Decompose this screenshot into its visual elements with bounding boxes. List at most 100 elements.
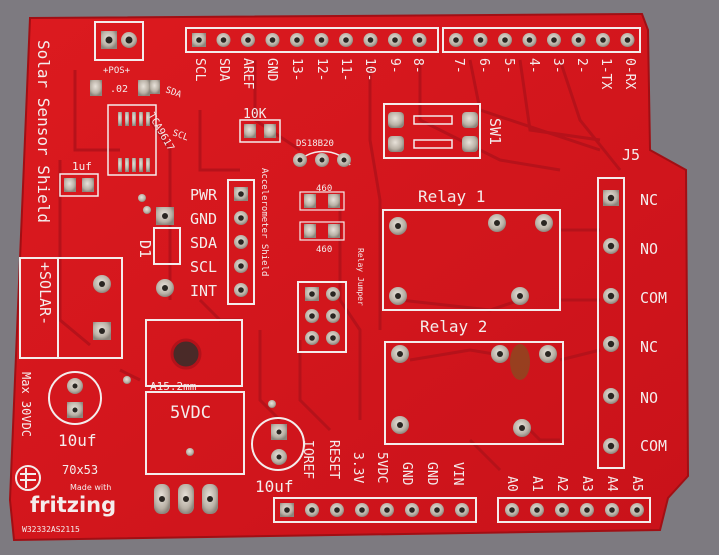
header-pin-hole [551,37,557,43]
sw1-pad [388,136,404,152]
resistor-10k-pad-a [244,124,256,138]
jumper-pin-hole [309,335,315,341]
cap-10uf-left-outline [48,371,102,425]
j5-pads [603,190,619,454]
pos-value: .02 [110,84,128,95]
pos-label: +POS+ [103,66,131,76]
analog-header-pads [505,503,644,517]
header-pin-hole [294,37,300,43]
power-pin-hole [459,507,465,513]
power-pin-hole [409,507,415,513]
jumper-pin-hole [330,291,336,297]
header-pin-hole [318,37,325,43]
analog-pin-hole [609,507,615,513]
analog-pin-hole [559,507,565,513]
power-pin-label: GND [424,462,439,486]
serial-number: W32332AS2115 [22,525,80,534]
analog-pin-label: A4 [604,476,619,492]
digital-pin-label: 1-TX [598,58,613,89]
header-pin-hole [245,37,251,43]
header-pin-hole [220,37,227,43]
sw1-pad [388,112,404,128]
analog-pin-label: A0 [504,476,519,492]
digital-pin-label: 3- [550,58,565,74]
analog-pin-label: A5 [629,476,644,492]
digital-pin-label: 2- [574,58,589,74]
j5-terminal [597,177,625,469]
terminal-label: NC [640,338,658,356]
relay-jumper-header [297,281,347,353]
regulator-hole-ring [170,338,202,370]
res-460-b-pad [304,224,316,238]
power-pin-hole [309,507,315,513]
terminal-label: COM [640,437,667,455]
chip-pin [132,112,136,126]
terminal-pin-hole [607,242,615,250]
terminal-pin-hole [607,194,615,202]
ds18b20-label: DS18B20 [296,139,334,149]
digital-pin-label: 11- [338,58,353,81]
cap-10uf-bottom-label: 10uf [255,477,294,496]
relay2-label: Relay 2 [420,317,487,336]
solar-terminal [19,257,123,359]
analog-pin-hole [634,507,640,513]
fritzing-logo-icon [15,465,41,491]
cap-1uf-label: 1uf [72,160,92,173]
sw1-slot [413,139,453,149]
header-pin-hole [392,37,398,43]
digital-pin-label: 6- [476,58,491,74]
digital-pin-label: 5- [501,58,516,74]
relay-jumper-label: Relay Jumper [356,248,365,306]
power-pin-label: GND [399,462,414,486]
power-pin-hole [284,507,290,513]
jumper-pin-hole [330,335,336,341]
sw1-label: SW1 [486,118,504,145]
solar-label: +SOLAR- [36,262,54,325]
digital-pin-label: AREF [240,58,255,89]
power-pin-label: 3.3V [350,452,365,483]
regulator-outline [145,319,243,387]
terminal-label: NO [640,240,658,258]
analog-pin-hole [534,507,540,513]
analog-pin-hole [509,507,515,513]
digital-pin-label: 4- [526,58,541,74]
relay1-label: Relay 1 [418,187,485,206]
chip-pin [118,112,122,126]
chip-pin [118,158,122,172]
resistor-10k-pad-b [264,124,276,138]
res-460-a-label: 460 [316,184,332,194]
accel-pin-hole [238,239,244,245]
digital-pin-label: 9- [387,58,402,74]
d1-outline [153,227,181,265]
j5-label: J5 [622,146,640,164]
power-pin-label: VIN [450,462,465,485]
via [143,206,151,214]
via [138,194,146,202]
power-header-pads [280,503,469,517]
res-460-a-pad [328,194,340,208]
power-pin-label: RESET [326,440,341,479]
digital-pin-label: GND [264,58,279,82]
digital-header-pads [192,33,635,47]
res-460-a-pad [304,194,316,208]
chip-pin [125,112,129,126]
fritzing-wordmark: fritzing [30,493,116,517]
cap-1uf-pad-a [64,178,76,192]
pos-connector-pads [101,31,137,49]
accel-pin-hole [238,287,244,293]
digital-pin-label: 8- [410,58,425,74]
power-pin-label: IOREF [300,440,315,479]
res-460-b-label: 460 [316,245,332,255]
digital-header-right [442,27,641,53]
smd-pad-b [138,80,150,96]
analog-header [497,497,651,523]
accel-pin-label: INT [190,282,217,300]
digital-pin-label: 13- [289,58,304,81]
chip-pin [125,158,129,172]
accel-header [227,179,255,305]
header-pin-hole [526,37,533,43]
